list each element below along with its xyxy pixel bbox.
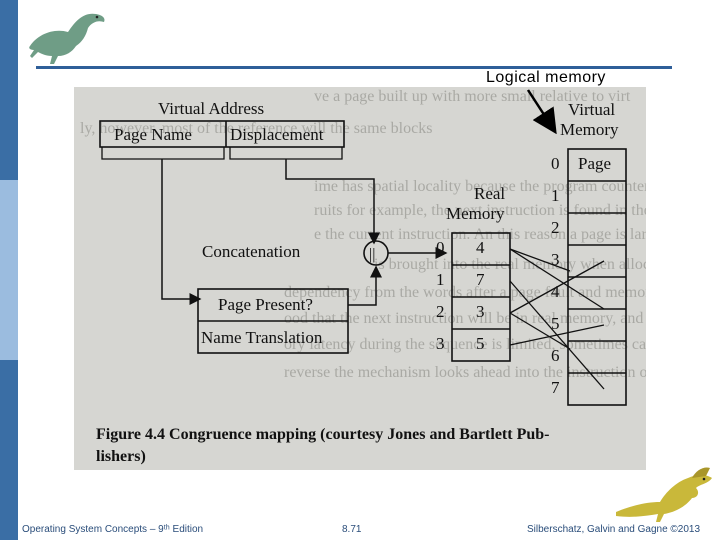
real-row-value: 5: [476, 334, 485, 353]
figure-caption-2: lishers): [96, 448, 146, 465]
virtual-row-index: 1: [551, 186, 560, 205]
real-memory-title-2: Memory: [446, 204, 505, 223]
dinosaur-icon: [24, 6, 108, 66]
virtual-row-index: 4: [551, 282, 560, 301]
real-row-value: 3: [476, 302, 485, 321]
concat-symbol: ||: [369, 246, 375, 263]
left-sidebar-accent: [0, 180, 18, 360]
footer-slide-number: 8.71: [342, 524, 361, 535]
name-translation-label: Name Translation: [201, 328, 323, 347]
virtual-address-title: Virtual Address: [158, 99, 264, 118]
real-row-index: 0: [436, 238, 445, 257]
real-row-value: 4: [476, 238, 485, 257]
svg-text:ory latency during the sequenc: ory latency during the sequence is limit…: [284, 336, 646, 353]
virtual-row-index: 0: [551, 154, 560, 173]
logical-memory-label: Logical memory: [486, 69, 606, 87]
real-row-value: 7: [476, 270, 485, 289]
figure-caption-1: Figure 4.4 Congruence mapping (courtesy …: [96, 426, 549, 443]
virtual-row-index: 2: [551, 218, 560, 237]
page-name-field: Page Name: [114, 125, 192, 144]
concatenation-label: Concatenation: [202, 242, 301, 261]
virtual-first-cell: Page: [578, 154, 611, 173]
svg-text:ood that the next instruction: ood that the next instruction will be in…: [284, 310, 646, 327]
virtual-row-index: 6: [551, 346, 560, 365]
logical-memory-arrow: [520, 86, 580, 142]
real-row-index: 2: [436, 302, 445, 321]
page-present-label: Page Present?: [218, 295, 313, 314]
figure-scan: ve a page built up with more small relat…: [74, 87, 646, 470]
virtual-row-index: 7: [551, 378, 560, 397]
displacement-field: Displacement: [230, 125, 324, 144]
real-memory-title-1: Real: [474, 184, 505, 203]
footer-book-title: Operating System Concepts – 9ᵗʰ Edition: [22, 524, 203, 535]
real-row-index: 1: [436, 270, 445, 289]
svg-text:dependency from the words afte: dependency from the words after a page f…: [284, 284, 646, 301]
dinosaur-icon: [612, 462, 716, 524]
footer-authors: Silberschatz, Galvin and Gagne ©2013: [527, 524, 700, 535]
real-row-index: 3: [436, 334, 445, 353]
